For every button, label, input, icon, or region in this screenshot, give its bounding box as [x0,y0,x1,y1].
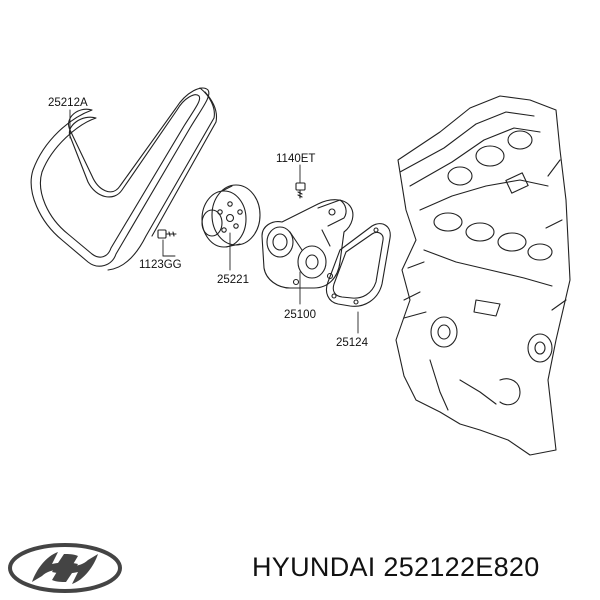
pulley-drawing [201,184,261,248]
callout-bolt-top: 1140ET [276,153,315,165]
leader-lines [69,109,359,334]
gasket-drawing [325,223,391,307]
callout-belt: 25212A [48,97,88,109]
bolt-pulley-drawing [157,229,177,239]
callout-pulley: 25221 [217,274,249,286]
bolt-top-drawing [295,182,306,199]
callout-bolt-pulley: 1123GG [139,259,182,271]
callout-gasket: 25124 [336,337,369,349]
callout-pump: 25100 [284,309,316,321]
water-pump-drawing [261,199,354,289]
part-caption: HYUNDAI 252122E820 [252,552,540,582]
belt-drawing [30,87,218,271]
hyundai-logo-icon [8,543,122,593]
engine-block-drawing [395,95,571,456]
